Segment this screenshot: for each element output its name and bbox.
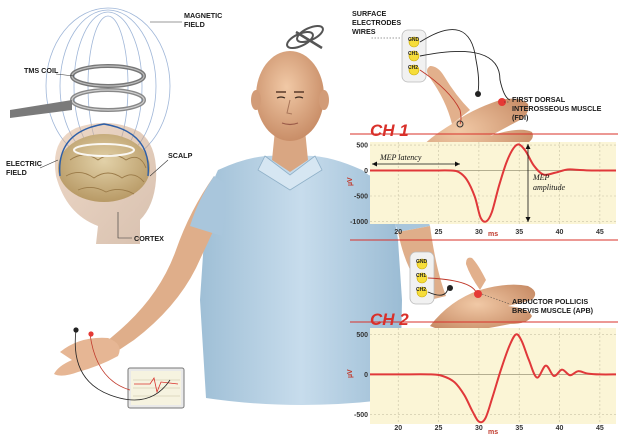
- cortex-label: CORTEX: [134, 234, 164, 243]
- ch2-title: CH 2: [370, 310, 409, 329]
- chart1-xtick-label: 25: [435, 229, 443, 236]
- ch2-ch1-label: CH1: [416, 273, 426, 279]
- electric-field-label: ELECTRIC: [6, 159, 42, 168]
- ch2-chart: CH 2 20 25 30 35 40 45 500 0 -500 µV ms: [347, 310, 618, 436]
- chart1-ytick-label: 0: [364, 168, 368, 175]
- emg-monitor: [128, 368, 184, 408]
- chart2-xtick-label: 45: [596, 425, 604, 432]
- ch1-ch2-label: CH2: [408, 65, 418, 71]
- chart2-ytick-label: 0: [364, 372, 368, 379]
- mep-latency-label: MEP latency: [379, 153, 422, 162]
- chart1-xtick-label: 20: [394, 229, 402, 236]
- chart1-xtick-label: 35: [515, 229, 523, 236]
- apb-label-2: BREVIS MUSCLE (APB): [512, 306, 594, 315]
- ch1-ch1-label: CH1: [408, 51, 418, 57]
- ch2-ylabel: µV: [347, 369, 354, 378]
- ch1-xlabel: ms: [488, 231, 498, 238]
- ch2-xlabel: ms: [488, 429, 498, 436]
- chart1-ytick-label: 500: [356, 143, 368, 150]
- ch2-gnd-label: GND: [416, 259, 428, 265]
- magnetic-field-label: MAGNETIC: [184, 11, 222, 20]
- ch1-title: CH 1: [370, 121, 409, 140]
- surface-electrodes-label-2: ELECTRODES: [352, 18, 401, 27]
- chart2-ytick-label: 500: [356, 332, 368, 339]
- surface-electrodes-label-3: WIRES: [352, 27, 376, 36]
- chart1-ytick-label: -1000: [350, 219, 368, 226]
- mep-amplitude-label-2: amplitude: [533, 183, 565, 192]
- surface-electrodes-label: SURFACE: [352, 9, 387, 18]
- apb-label: ABDUCTOR POLLICIS: [512, 297, 588, 306]
- mep-amplitude-label: MEP: [532, 173, 550, 182]
- fdi-label: FIRST DORSAL: [512, 95, 566, 104]
- tms-head-diagram: MAGNETIC FIELD TMS COIL ELECTRIC FIELD S…: [6, 8, 222, 244]
- ch1-ylabel: µV: [347, 177, 354, 186]
- chart2-xtick-label: 20: [394, 425, 402, 432]
- chart2-xtick-label: 40: [556, 425, 564, 432]
- tms-coil-label: TMS COIL: [24, 66, 59, 75]
- chart2-ytick-label: -500: [354, 412, 368, 419]
- chart1-xtick-label: 40: [556, 229, 564, 236]
- electric-field-label-2: FIELD: [6, 168, 27, 177]
- scalp-label: SCALP: [168, 151, 193, 160]
- chart2-xtick-label: 35: [515, 425, 523, 432]
- ch2-plot-area: [370, 328, 616, 424]
- chart2-xtick-label: 30: [475, 425, 483, 432]
- ch2-ch2-label: CH2: [416, 287, 426, 293]
- chart2-xtick-label: 25: [435, 425, 443, 432]
- chart1-xtick-label: 45: [596, 229, 604, 236]
- fdi-label-2: INTEROSSEOUS MUSCLE: [512, 104, 602, 113]
- magnetic-field-label-2: FIELD: [184, 20, 205, 29]
- ch1-gnd-label: GND: [408, 37, 420, 43]
- chart1-xtick-label: 30: [475, 229, 483, 236]
- fdi-label-3: (FDI): [512, 113, 529, 122]
- chart1-ytick-label: -500: [354, 193, 368, 200]
